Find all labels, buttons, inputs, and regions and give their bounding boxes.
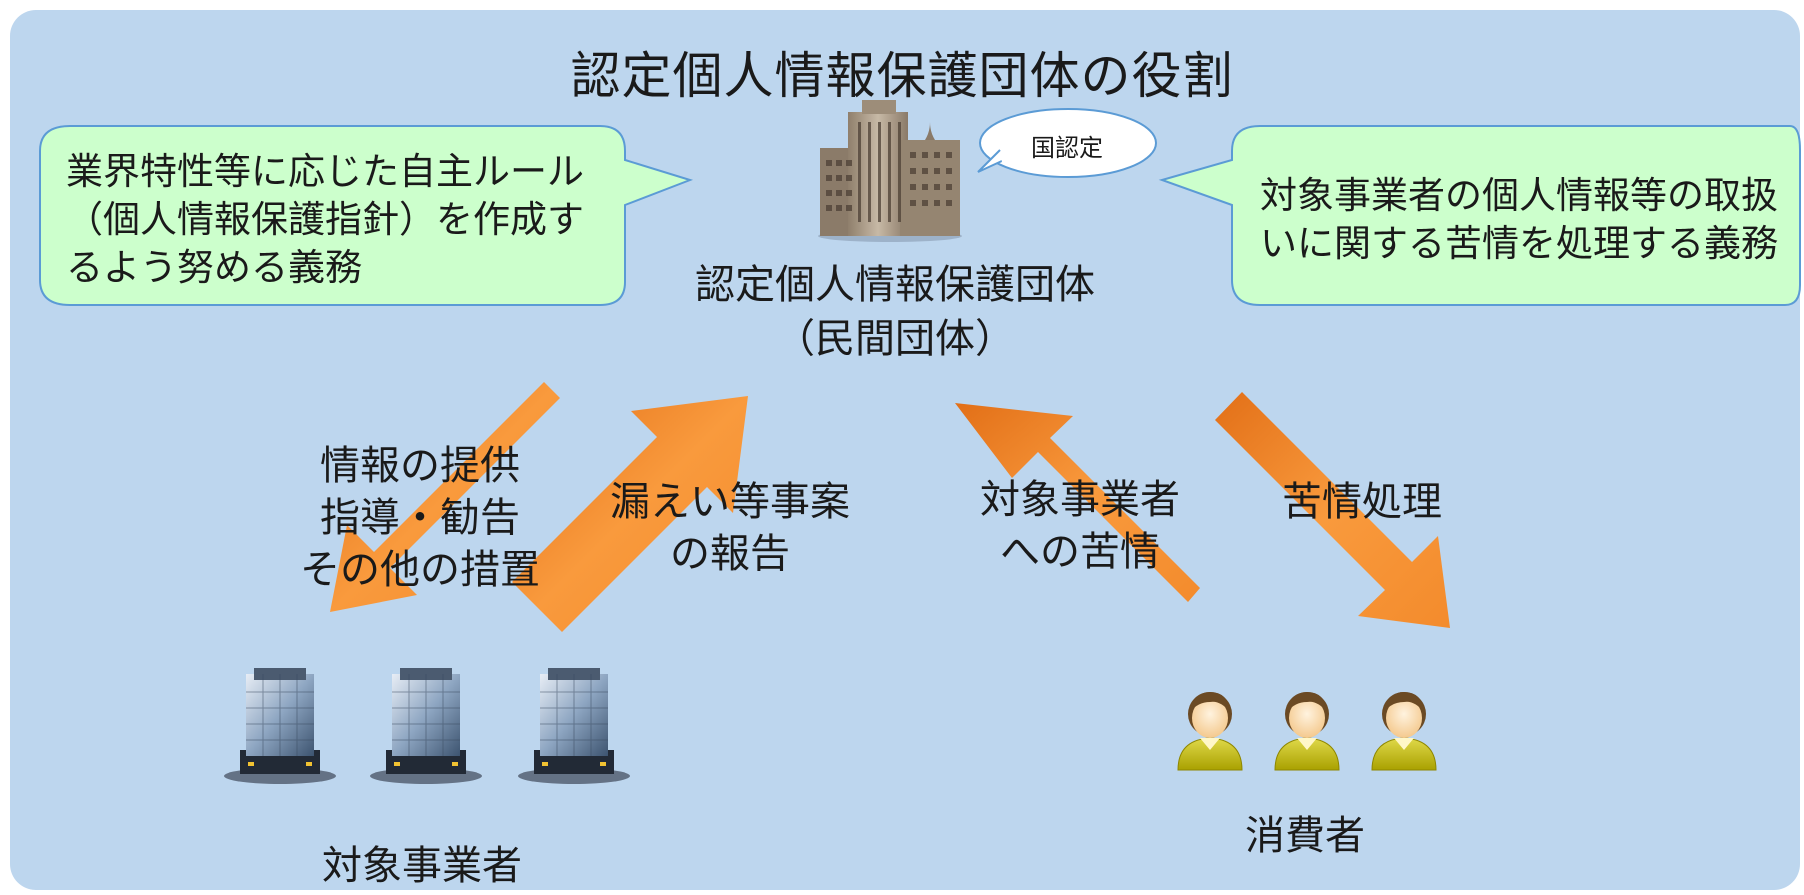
business-building-icon xyxy=(518,668,630,784)
arrow-guidance xyxy=(330,382,560,612)
office-tower-icon xyxy=(818,100,962,242)
arrow-complaints-label: 対象事業者 への苦情 xyxy=(950,474,1210,578)
central-organization-type: （民間団体） xyxy=(775,316,1015,362)
page-title: 認定個人情報保護団体の役割 xyxy=(570,47,1234,105)
arrow-label-line: への苦情 xyxy=(1000,529,1160,575)
business-building-icon xyxy=(370,668,482,784)
business-building-icon xyxy=(224,668,336,784)
right-callout-line: 対象事業者の個人情報等の取扱 xyxy=(1260,174,1778,217)
right-callout-line: いに関する苦情を処理する義務 xyxy=(1260,222,1778,265)
arrow-label-line: 漏えい等事案 xyxy=(610,479,850,525)
left-callout-bubble xyxy=(39,125,694,306)
arrow-complaint-handling xyxy=(1215,392,1450,628)
person-icon xyxy=(1177,692,1243,771)
arrow-label-line: 対象事業者 xyxy=(980,477,1180,523)
central-organization-label: 認定個人情報保護団体 （民間団体） xyxy=(640,258,1150,366)
left-callout-line: るよう努める義務 xyxy=(66,246,362,289)
arrow-label-line: 苦情処理 xyxy=(1282,479,1442,525)
left-callout-text: 業界特性等に応じた自主ルール （個人情報保護指針）を作成す るよう努める義務 xyxy=(66,148,626,292)
arrow-label-line: の報告 xyxy=(670,531,790,577)
person-icon xyxy=(1371,692,1437,771)
left-callout-line: （個人情報保護指針）を作成す xyxy=(66,198,584,241)
arrow-breach-report-label: 漏えい等事案 の報告 xyxy=(585,476,875,580)
arrow-complaints xyxy=(955,403,1200,602)
arrow-complaint-handling-label: 苦情処理 xyxy=(1262,476,1462,528)
person-icon xyxy=(1274,692,1340,771)
businesses-label: 対象事業者 xyxy=(322,843,522,889)
consumers-label: 消費者 xyxy=(1245,813,1365,859)
arrow-label-line: 情報の提供 xyxy=(320,443,520,489)
arrow-guidance-label: 情報の提供 指導・勧告 その他の措置 xyxy=(280,440,560,596)
right-callout-text: 対象事業者の個人情報等の取扱 いに関する苦情を処理する義務 xyxy=(1260,172,1800,268)
left-callout-line: 業界特性等に応じた自主ルール xyxy=(66,150,584,193)
certification-badge xyxy=(977,108,1157,178)
right-callout-bubble xyxy=(1158,125,1801,306)
arrow-label-line: その他の措置 xyxy=(300,547,540,593)
certification-badge-label: 国認定 xyxy=(1031,134,1103,162)
arrow-breach-report xyxy=(512,396,748,632)
arrow-label-line: 指導・勧告 xyxy=(320,495,520,541)
central-organization-name: 認定個人情報保護団体 xyxy=(695,262,1095,308)
